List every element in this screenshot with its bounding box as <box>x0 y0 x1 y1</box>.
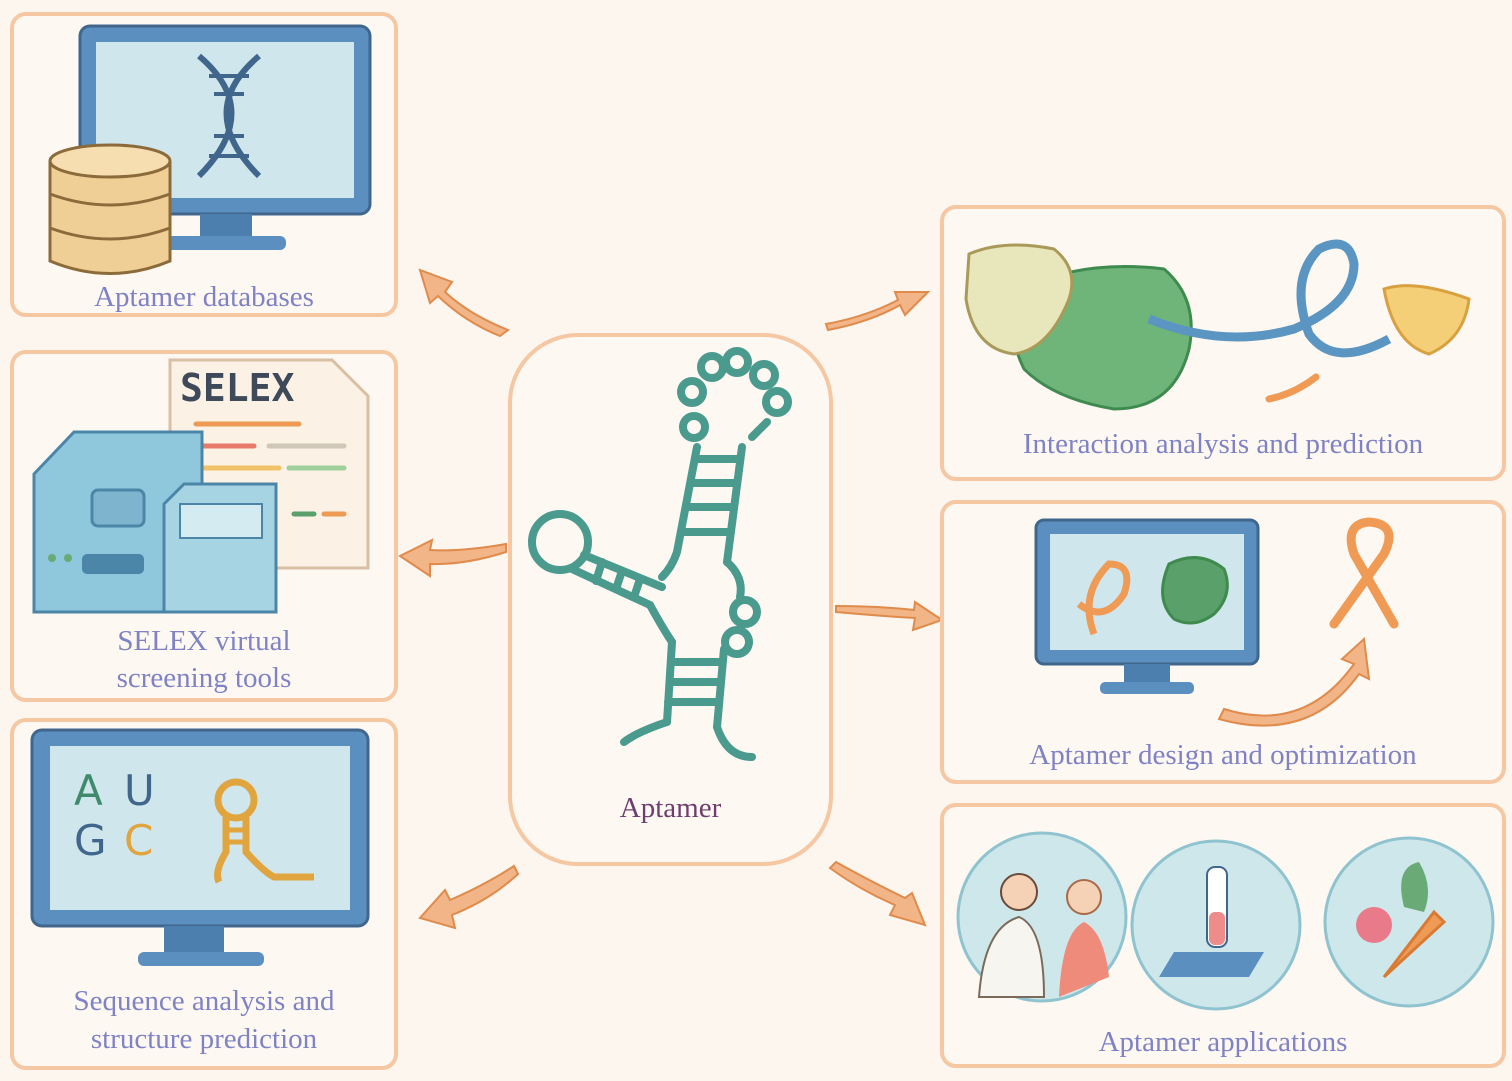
selex-document-title: SELEX <box>180 366 295 410</box>
base-u: U <box>124 766 155 815</box>
node-selex-tools: SELEX SELEX virtual screening tools <box>10 350 398 702</box>
label-interaction: Interaction analysis and prediction <box>1022 428 1424 460</box>
sequence-monitor-illustration <box>30 728 370 966</box>
arrow-to-databases <box>418 268 511 338</box>
base-c: C <box>124 816 154 865</box>
label-sequence-line2: structure prediction <box>90 1023 318 1055</box>
node-aptamer-databases: Aptamer databases <box>10 12 398 317</box>
vegetables-icon <box>1323 836 1495 1008</box>
aptamer-structure-icon <box>528 347 792 761</box>
arrow-to-applications <box>828 860 927 927</box>
label-aptamer: Aptamer <box>619 792 722 824</box>
label-applications: Aptamer applications <box>1098 1026 1348 1058</box>
label-selex-line2: screening tools <box>116 662 292 694</box>
base-g: G <box>74 816 107 865</box>
arrow-to-interaction <box>824 291 931 332</box>
node-aptamer-center: Aptamer <box>508 333 833 866</box>
arrow-to-sequence <box>418 864 520 930</box>
node-aptamer-design: Aptamer design and optimization <box>940 500 1506 784</box>
arrow-to-design <box>835 600 945 632</box>
arrow-to-selex <box>398 538 507 578</box>
design-illustration <box>1034 517 1399 727</box>
node-interaction-analysis: Interaction analysis and prediction <box>940 205 1506 481</box>
label-sequence-line1: Sequence analysis and <box>73 985 335 1017</box>
node-aptamer-applications: Aptamer applications <box>940 803 1506 1068</box>
rna-hairpin-icon <box>214 778 314 884</box>
label-databases: Aptamer databases <box>94 281 314 313</box>
selex-machine-illustration <box>32 358 370 614</box>
database-cylinder-icon <box>48 143 172 275</box>
label-selex-line1: SELEX virtual <box>117 625 291 657</box>
applications-illustration <box>956 831 1495 1011</box>
dna-helix-icon <box>196 53 262 179</box>
label-design: Aptamer design and optimization <box>1029 739 1417 771</box>
test-tube-icon <box>1130 839 1302 1011</box>
interaction-illustration <box>964 239 1471 411</box>
base-a: A <box>74 766 103 815</box>
database-monitor-illustration <box>48 24 372 275</box>
diagnosis-icon <box>956 831 1128 1003</box>
